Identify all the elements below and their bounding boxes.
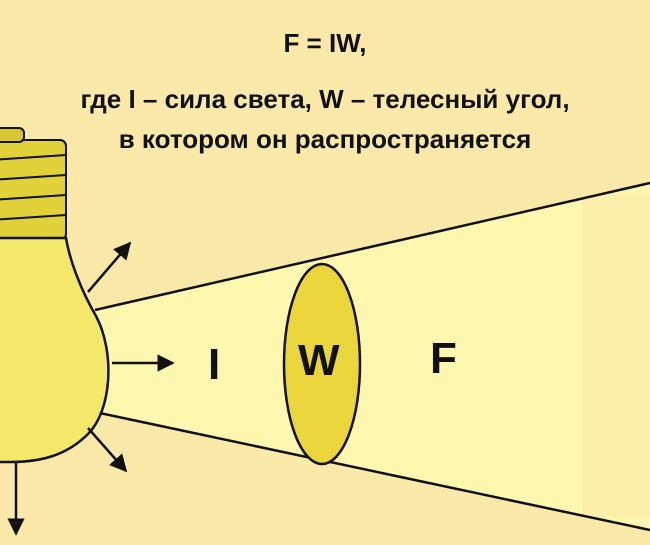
formula-definition: где I – сила света, W – телесный угол,	[80, 84, 570, 114]
beam-edge-band	[582, 195, 650, 517]
bulb-base	[0, 127, 67, 241]
formula-equation: F = IW,	[283, 28, 367, 58]
ray-arrow-up	[87, 241, 132, 293]
light-bulb-icon	[0, 127, 110, 464]
formula-definition-continued: в котором он распространяется	[118, 124, 532, 154]
bulb-glass	[0, 236, 110, 464]
beam-lower-edge	[94, 410, 650, 532]
solid-angle-ellipse	[282, 262, 362, 466]
beam-upper-edge	[94, 181, 650, 312]
label-intensity: I	[208, 340, 221, 389]
ray-arrow-down-right	[87, 427, 128, 473]
light-beam-cone	[95, 183, 650, 530]
label-flux: F	[430, 334, 457, 383]
label-solid-angle: W	[298, 336, 340, 385]
